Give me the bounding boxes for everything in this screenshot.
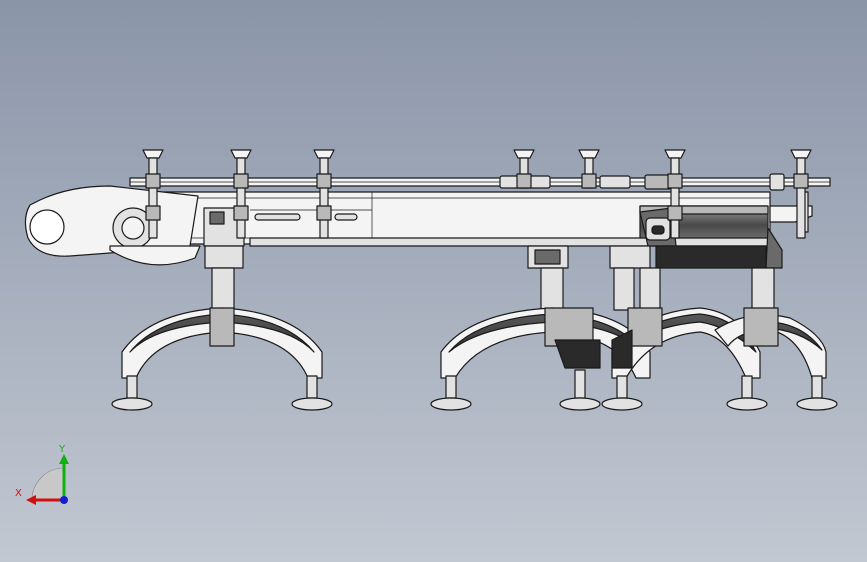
- knob: [513, 149, 535, 189]
- support-stand: [430, 267, 651, 411]
- coordinate-triad: Y X: [15, 444, 69, 505]
- knob: [790, 149, 812, 239]
- z-axis-marker: [60, 496, 68, 504]
- y-axis-label: Y: [58, 444, 66, 455]
- guide-rail: [129, 173, 831, 191]
- conveyor-frame: [24, 185, 813, 269]
- y-axis-arrowhead: [59, 454, 69, 464]
- knob: [313, 149, 335, 239]
- support-stand: [601, 267, 768, 411]
- x-axis-label: X: [15, 488, 22, 499]
- x-axis-arrowhead: [26, 495, 36, 505]
- support-stand: [111, 267, 333, 411]
- knob: [578, 149, 600, 189]
- knob: [142, 149, 164, 239]
- knob: [664, 149, 686, 239]
- knob: [230, 149, 252, 239]
- support-stand: [714, 267, 838, 411]
- adjustment-knobs: [142, 149, 812, 239]
